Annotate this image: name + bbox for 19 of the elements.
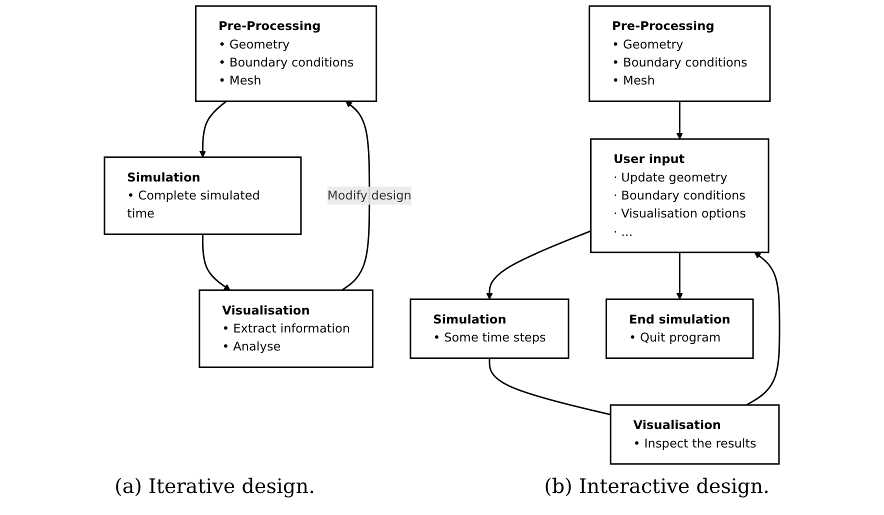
node-box: Simulation • Complete simulated time [104,156,302,235]
arrow [486,230,592,300]
figure-caption: (b) Interactive design. [544,474,770,498]
connector [488,358,611,416]
node-box: Pre-Processing • Geometry • Boundary conditions • Mesh [588,5,771,102]
arrow [202,234,230,290]
arrow [746,252,780,406]
arrow [199,100,227,158]
figure-caption: (a) Iterative design. [114,474,315,498]
node-box: Simulation • Some time steps [410,298,570,359]
arrow [676,101,683,140]
node-box: End simulation • Quit program [606,298,754,359]
arrow [676,252,683,300]
arrow [342,100,370,291]
node-box: Visualisation • Inspect the results [610,404,780,465]
edge-label: Modify design [327,188,412,203]
node-box: Pre-Processing • Geometry • Boundary conditions • Mesh [195,5,378,102]
node-box: User input · Update geometry · Boundary conditions · Visualisation options · ... [590,138,770,254]
node-box: Visualisation • Extract information • Analyse [198,289,374,368]
